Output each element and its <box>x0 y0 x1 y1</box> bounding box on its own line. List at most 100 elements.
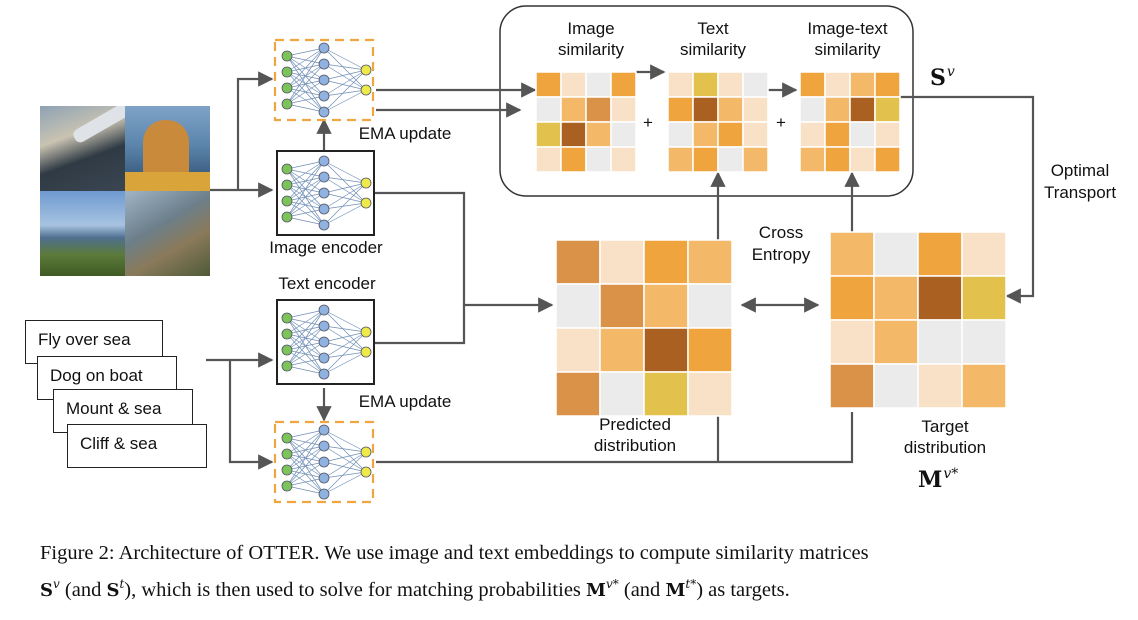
matrix-cell <box>599 239 645 285</box>
matrix-cell <box>829 319 875 365</box>
net-node <box>318 456 330 468</box>
matrix-cell <box>961 231 1007 277</box>
matrix-cell <box>692 71 719 98</box>
matrix-cell <box>829 363 875 409</box>
matrix-cell <box>560 121 587 148</box>
matrix-cell <box>667 96 694 123</box>
matrix-cell <box>961 363 1007 409</box>
sv-symbol: Sv <box>930 64 955 91</box>
arrow-text-encoder-to-predicted <box>374 305 466 345</box>
plus-sign: + <box>776 113 786 132</box>
net-node <box>281 82 293 94</box>
net-node <box>281 344 293 356</box>
net-node <box>318 90 330 102</box>
matrix-cell <box>917 363 963 409</box>
neural-net-glyphs <box>281 42 372 500</box>
matrix-cell <box>610 96 637 123</box>
ema-update-label-image: EMA update <box>358 124 452 143</box>
net-node <box>281 98 293 110</box>
matrices <box>535 71 1007 417</box>
net-node <box>318 424 330 436</box>
net-node <box>281 211 293 223</box>
matrix-cell <box>610 121 637 148</box>
matrix-cell <box>687 239 733 285</box>
matrix-cell <box>824 96 851 123</box>
text-encoder-net <box>281 304 372 380</box>
matrix-cell <box>829 231 875 277</box>
matrix-cell <box>585 146 612 173</box>
matrix-cell <box>599 327 645 373</box>
net-node <box>318 106 330 118</box>
matrix-cell <box>717 146 744 173</box>
ema-image-encoder-net <box>281 42 372 118</box>
text-encoder-label: Text encoder <box>278 274 376 293</box>
net-node <box>318 203 330 215</box>
net-node <box>318 352 330 364</box>
matrix-cell <box>961 275 1007 321</box>
image-encoder-net <box>281 155 372 231</box>
text-card: Cliff & sea <box>67 424 207 468</box>
net-node <box>318 440 330 452</box>
net-node <box>360 64 372 76</box>
net-node <box>318 472 330 484</box>
net-node <box>281 312 293 324</box>
matrix-cell <box>585 71 612 98</box>
arrow-texts-to-ema-text <box>228 360 274 470</box>
caption-line-2: Sv (and St), which is then used to solve… <box>40 577 790 601</box>
matrix-cell <box>555 283 601 329</box>
matrix-cell <box>560 96 587 123</box>
matrix-cell <box>917 275 963 321</box>
net-node <box>360 177 372 189</box>
matrix-cell <box>687 371 733 417</box>
net-node <box>318 320 330 332</box>
matrix-cell <box>874 96 901 123</box>
matrix-cell <box>799 121 826 148</box>
net-node <box>318 58 330 70</box>
net-node <box>281 448 293 460</box>
connectors <box>206 64 1035 470</box>
matrix-cell <box>643 283 689 329</box>
matrix-cell <box>874 71 901 98</box>
image-similarity-matrix <box>535 71 637 173</box>
matrix-cell <box>799 71 826 98</box>
net-node <box>318 304 330 316</box>
net-node <box>281 480 293 492</box>
matrix-cell <box>824 121 851 148</box>
matrix-cell <box>643 327 689 373</box>
matrix-cell <box>692 121 719 148</box>
matrix-cell <box>799 96 826 123</box>
net-node <box>281 195 293 207</box>
figure-caption: Figure 2: Architecture of OTTER. We use … <box>40 538 1130 606</box>
matrix-cell <box>873 275 919 321</box>
net-node <box>281 50 293 62</box>
net-node <box>318 368 330 380</box>
matrix-cell <box>742 121 769 148</box>
matrix-cell <box>687 327 733 373</box>
matrix-cell <box>742 71 769 98</box>
matrix-cell <box>535 96 562 123</box>
matrix-cell <box>849 71 876 98</box>
net-node <box>360 466 372 478</box>
photo-grid <box>40 106 210 276</box>
matrix-cell <box>799 146 826 173</box>
matrix-cell <box>874 121 901 148</box>
matrix-cell <box>961 319 1007 365</box>
net-node <box>281 360 293 372</box>
net-node <box>360 446 372 458</box>
matrix-cell <box>555 327 601 373</box>
net-node <box>281 464 293 476</box>
matrix-cell <box>560 146 587 173</box>
matrix-cell <box>535 146 562 173</box>
net-node <box>360 326 372 338</box>
net-node <box>318 488 330 500</box>
arrow-ema-text-to-predicted-target <box>376 412 854 464</box>
matrix-cell <box>849 146 876 173</box>
photo-cliff-bridge <box>125 191 210 276</box>
matrix-cell <box>667 121 694 148</box>
photo-airplane-sea <box>40 106 125 191</box>
target-matrix <box>829 231 1007 409</box>
plus-sign: + <box>643 113 653 132</box>
